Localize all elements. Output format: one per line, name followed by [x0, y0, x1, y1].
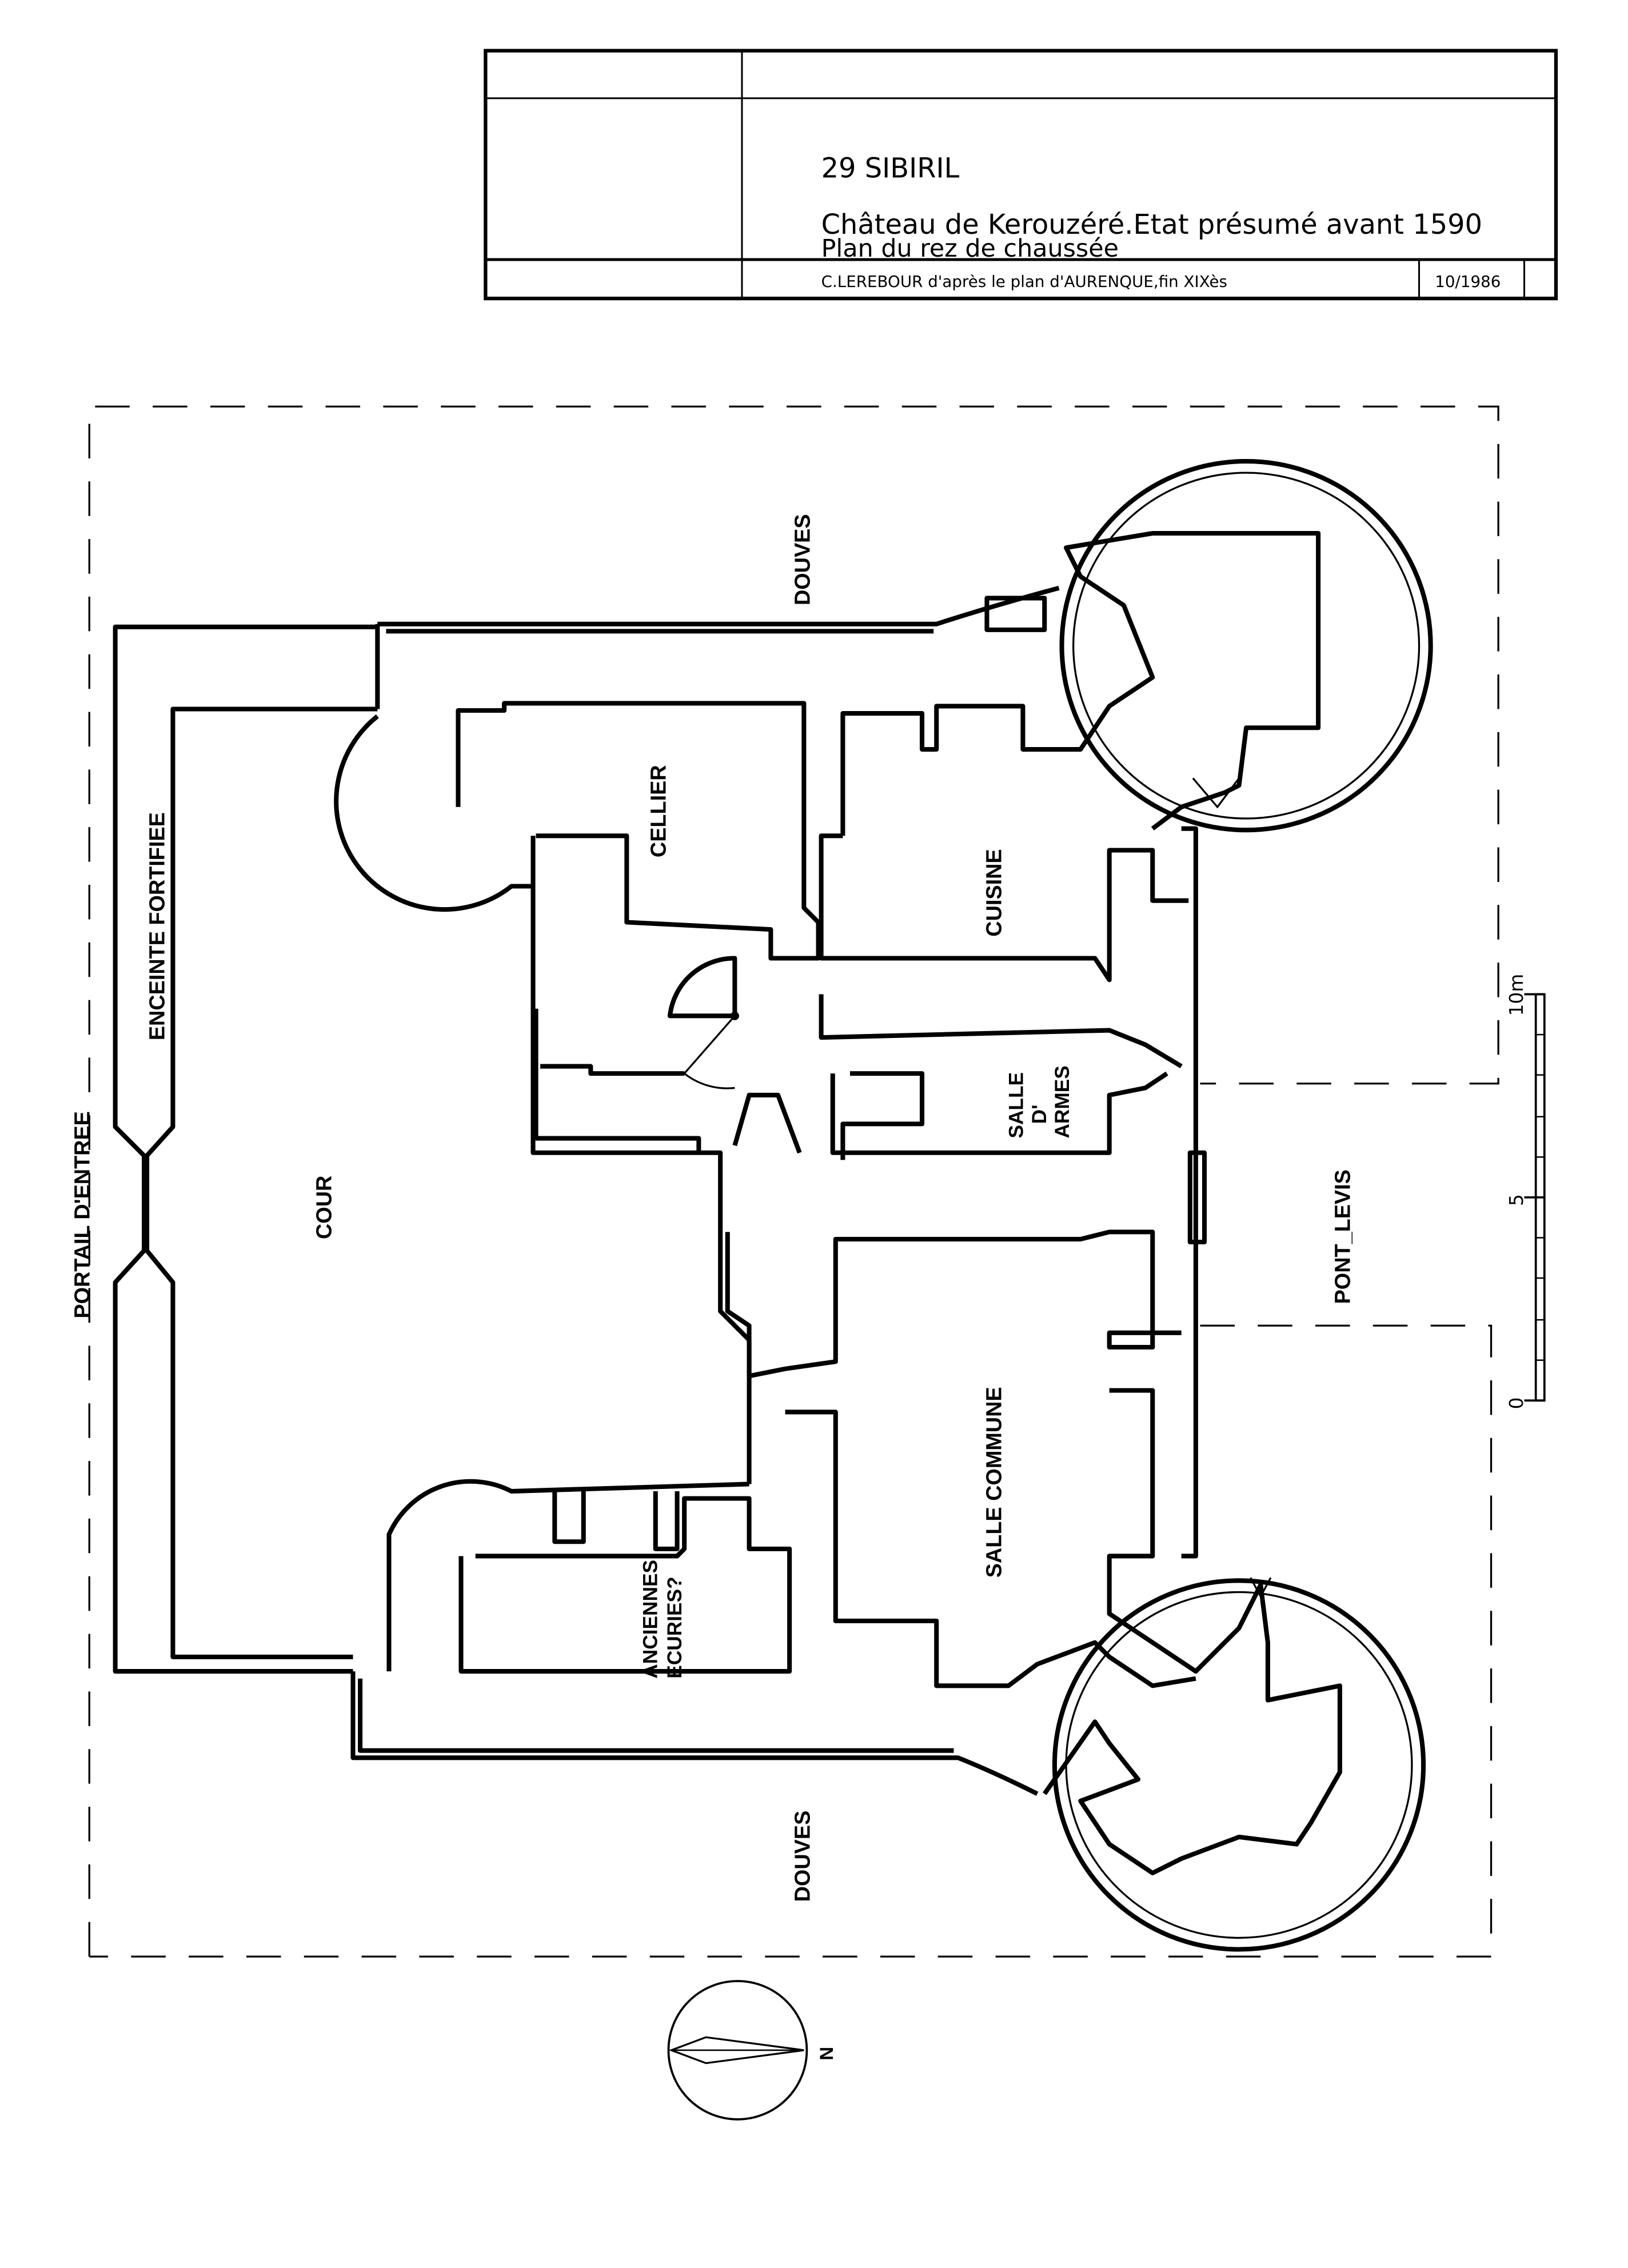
label-pont-levis: PONT_LEVIS — [1331, 1169, 1355, 1304]
label-douves-north: DOUVES — [791, 514, 815, 605]
scale-tick-5: 5 — [1506, 1194, 1527, 1206]
scale-tick-0: 0 — [1506, 1397, 1527, 1409]
north-label: N — [816, 2047, 837, 2061]
chateau-walls — [334, 458, 1433, 1952]
scale-tick-10: 10m — [1506, 974, 1527, 1016]
label-enceinte-fortifiee: ENCEINTE FORTIFIEE — [145, 812, 169, 1040]
fortified-enclosure-wall — [113, 624, 378, 1674]
label-anciennes: ANCIENNES — [639, 1560, 661, 1679]
title-block: 29 SIBIRIL Château de Kerouzéré.Etat pré… — [484, 49, 1558, 301]
label-portail-entree: PORTAIL D'ENTREE — [70, 1111, 94, 1318]
label-ecuries: ECURIES? — [664, 1576, 686, 1678]
scale-bar: 0 5 10m — [1506, 974, 1546, 1409]
date-text: 10/1986 — [1435, 272, 1501, 291]
room-labels: DOUVES DOUVES CELLIER CUISINE SALLE D' A… — [70, 514, 1355, 1902]
label-salle-commune: SALLE COMMUNE — [983, 1387, 1007, 1578]
label-cellier: CELLIER — [647, 765, 671, 857]
plan-subtitle: Plan du rez de chaussée — [821, 234, 1119, 263]
dashed-boundary — [88, 405, 1499, 1958]
label-douves-south: DOUVES — [791, 1811, 815, 1902]
label-cour: COUR — [313, 1176, 337, 1239]
label-salle-armes-2: D' — [1028, 1104, 1051, 1124]
label-salle-armes-3: ARMES — [1051, 1065, 1074, 1138]
north-arrow-icon: N — [667, 1980, 837, 2121]
plan-title: Château de Kerouzéré.Etat présumé avant … — [821, 209, 1483, 241]
credit-text: C.LEREBOUR d'après le plan d'AURENQUE,fi… — [821, 272, 1227, 291]
label-salle-armes-1: SALLE — [1005, 1072, 1027, 1139]
location-title: 29 SIBIRIL — [821, 153, 960, 184]
label-cuisine: CUISINE — [983, 849, 1007, 936]
